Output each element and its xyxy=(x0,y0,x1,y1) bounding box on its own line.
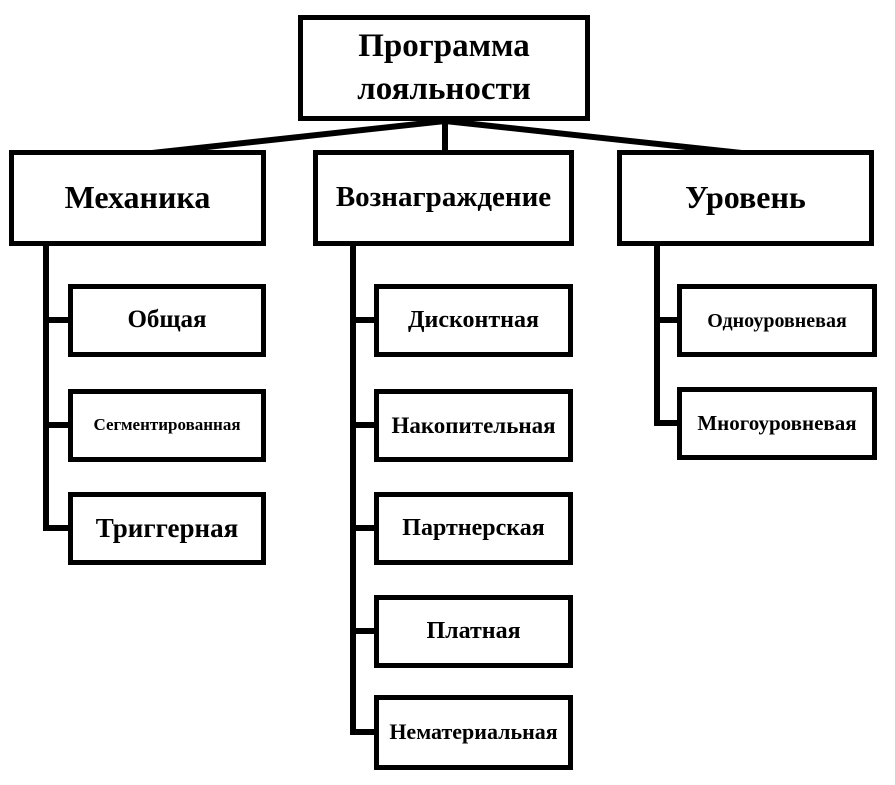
node-branch-mechanics: Механика xyxy=(9,150,266,246)
node-leaf-mnogourovnevaya: Многоуровневая xyxy=(677,387,877,460)
node-leaf-nematerialnaya: Нематериальная xyxy=(374,695,573,770)
node-label: Уровень xyxy=(685,179,806,216)
node-branch-reward: Вознаграждение xyxy=(313,150,574,246)
node-label: Программа лояльности xyxy=(357,28,531,107)
node-leaf-segmentirovannaya: Сегментированная xyxy=(68,389,266,462)
connector-root-to-mechanics xyxy=(142,118,446,157)
node-label: Сегментированная xyxy=(93,415,241,435)
node-label: Механика xyxy=(64,179,211,216)
node-label: Партнерская xyxy=(402,514,545,541)
node-label: Одноуровневая xyxy=(707,309,847,332)
node-leaf-diskontnaya: Дисконтная xyxy=(374,284,573,357)
node-root-loyalty-program: Программа лояльности xyxy=(298,15,590,121)
connector-root-to-level xyxy=(444,118,752,157)
node-leaf-odnourovnevaya: Одноуровневая xyxy=(677,284,877,357)
node-leaf-nakopitelnaya: Накопительная xyxy=(374,389,573,462)
node-branch-level: Уровень xyxy=(617,150,874,246)
node-label: Вознаграждение xyxy=(335,181,552,214)
node-label: Многоуровневая xyxy=(697,410,857,435)
node-leaf-partnerskaya: Партнерская xyxy=(374,492,573,565)
node-label: Накопительная xyxy=(391,412,556,438)
node-leaf-obshchaya: Общая xyxy=(68,284,266,357)
node-label: Нематериальная xyxy=(389,719,558,745)
node-leaf-triggernaya: Триггерная xyxy=(68,492,266,565)
node-leaf-platnaya: Платная xyxy=(374,595,573,668)
node-label: Дисконтная xyxy=(408,306,539,333)
node-label: Триггерная xyxy=(95,512,239,543)
node-label: Платная xyxy=(426,617,521,644)
node-label: Общая xyxy=(127,306,207,334)
